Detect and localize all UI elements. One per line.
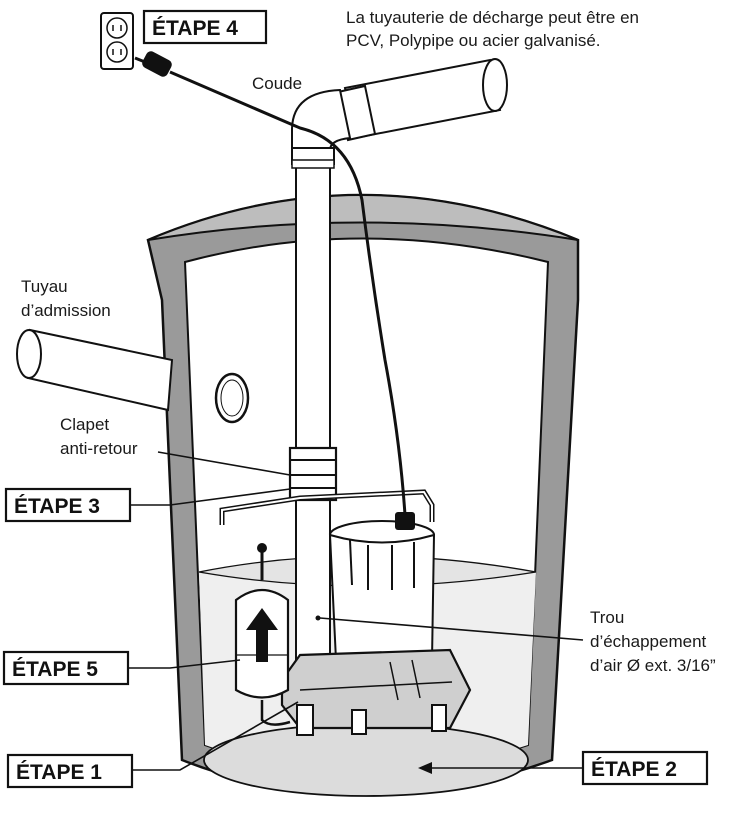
intake-label-line1: Tuyau [21,277,68,296]
step1-box: ÉTAPE 1 [6,753,134,789]
intake-pipe [16,328,174,412]
power-cord [134,51,407,516]
leader-step5 [128,659,241,669]
check-valve-label-line1: Clapet [60,415,109,434]
discharge-note-line1: La tuyauterie de décharge peut être en [346,8,639,27]
elbow-label: Coude [252,74,302,93]
air-vent-hole [315,615,321,621]
step3-box: ÉTAPE 3 [4,487,132,523]
leader-vent-hole [319,617,584,641]
step1-label: ÉTAPE 1 [16,761,102,784]
text-labels: La tuyauterie de décharge peut être en P… [21,8,716,675]
leader-check-valve [157,451,291,476]
electrical-outlet [100,12,134,70]
check-valve [288,446,338,502]
float-switch [234,543,291,726]
discharge-note-line2: PCV, Polypipe ou acier galvanisé. [346,31,601,50]
step5-label: ÉTAPE 5 [12,658,98,681]
step3-label: ÉTAPE 3 [14,495,100,518]
leader-step1 [132,701,299,771]
submersible-pump [219,489,472,736]
step2-box: ÉTAPE 2 [581,750,709,786]
intake-label-line2: d’admission [21,301,111,320]
float-up-arrow-icon [246,608,278,662]
vent-label-line3: d’air Ø ext. 3/16” [590,656,716,675]
vent-label-line1: Trou [590,608,624,627]
leader-step3 [130,488,291,506]
pump-motor-body [328,533,436,667]
vertical-discharge-pipe [291,147,335,689]
discharge-horizontal-pipe [336,58,508,142]
check-valve-label-line2: anti-retour [60,439,138,458]
step4-box: ÉTAPE 4 [142,9,268,45]
leader-lines [128,451,584,774]
step5-box: ÉTAPE 5 [2,650,130,686]
step4-label: ÉTAPE 4 [152,17,238,40]
step2-label: ÉTAPE 2 [591,758,677,781]
vent-label-line2: d’échappement [590,632,707,651]
